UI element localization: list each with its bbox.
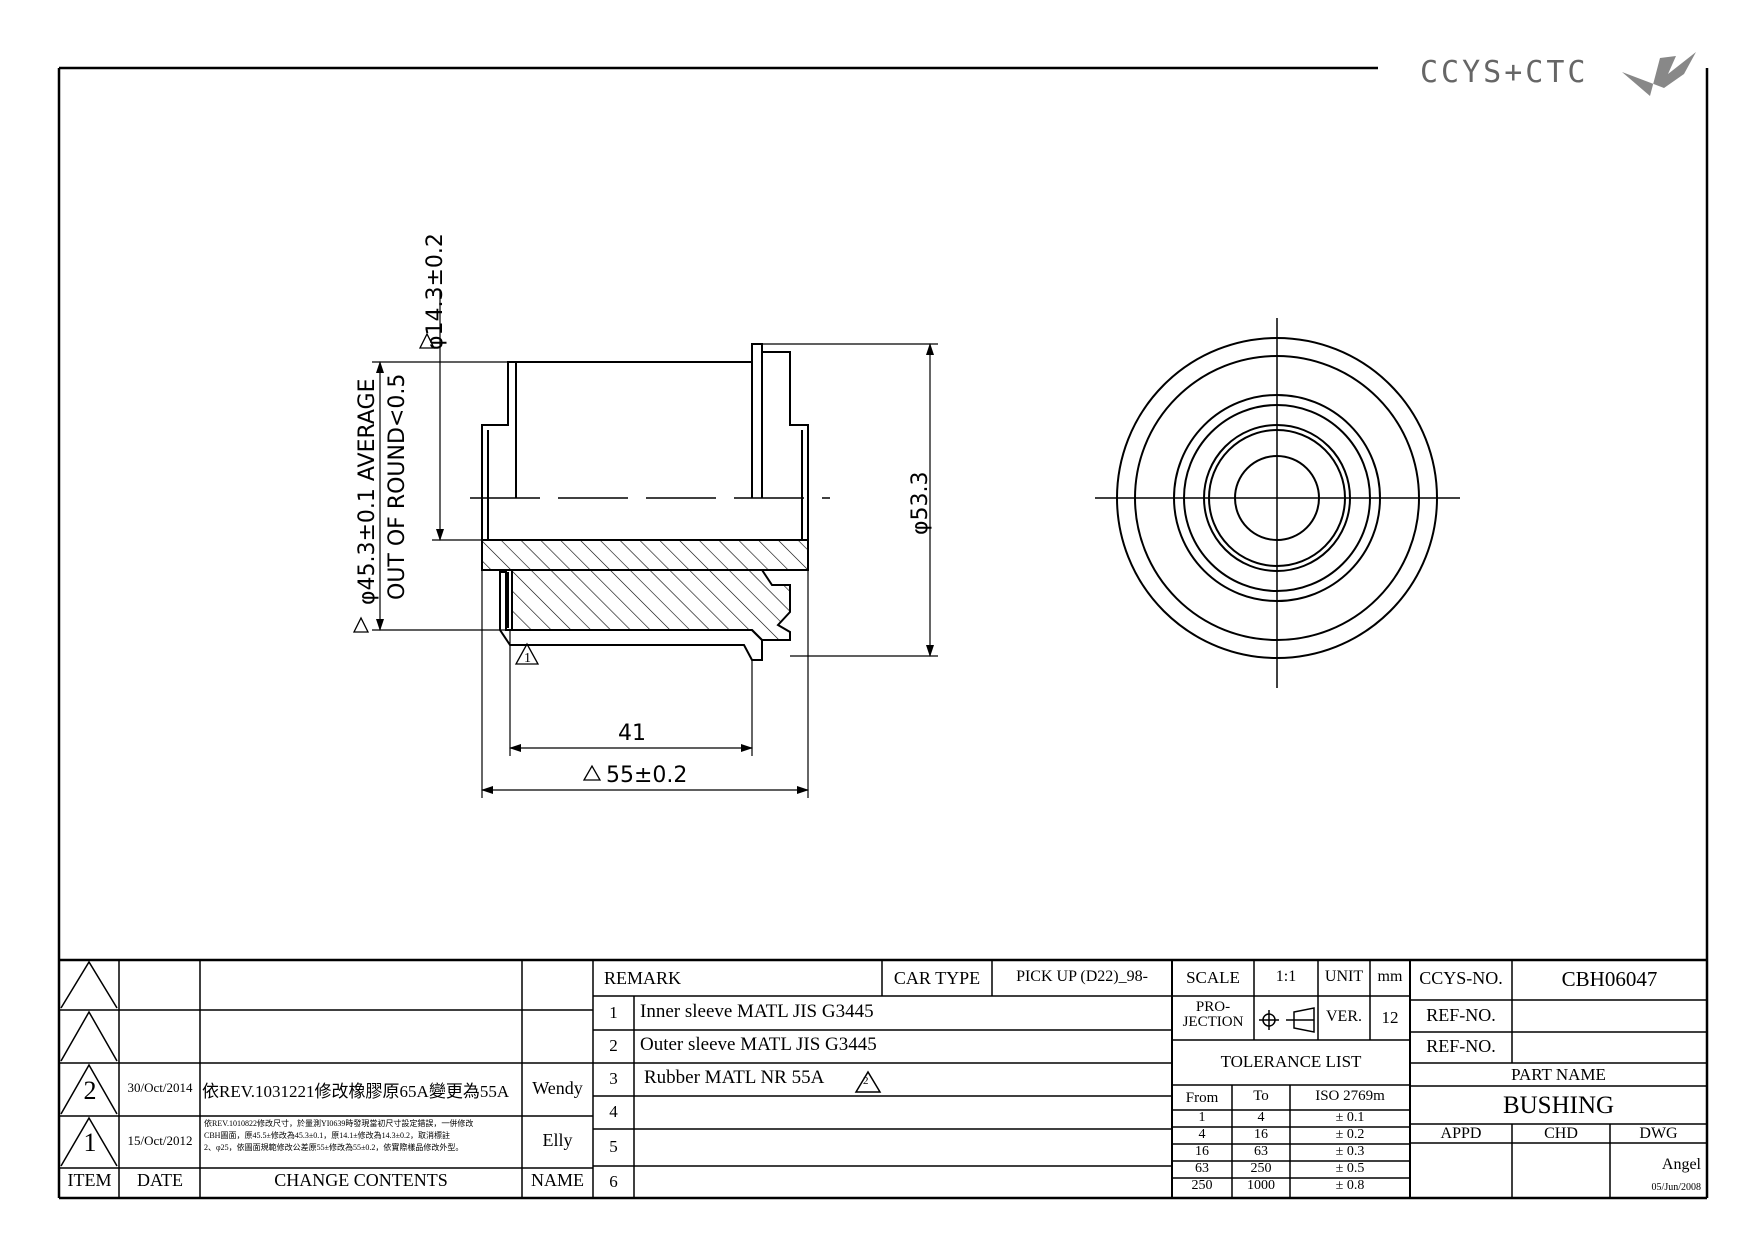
rev-name-1: Elly xyxy=(542,1130,573,1150)
tol-from: 1 xyxy=(1198,1110,1206,1125)
remark-no: 3 xyxy=(609,1069,618,1088)
car-type-value: PICK UP (D22)_98- xyxy=(1016,968,1148,985)
unit-value: mm xyxy=(1377,968,1403,985)
ref-no-label-2: REF-NO. xyxy=(1426,1036,1496,1056)
remark-text: Rubber MATL NR 55A xyxy=(644,1067,825,1088)
tol-to: 250 xyxy=(1250,1161,1272,1176)
remark-no: 1 xyxy=(609,1003,618,1022)
dim-inner-diameter: φ14.3±0.2 xyxy=(423,233,448,350)
tol-header-from: From xyxy=(1185,1090,1219,1106)
tol-to: 16 xyxy=(1254,1127,1268,1142)
part-name-value: BUSHING xyxy=(1502,1092,1615,1119)
tol-value: ± 0.2 xyxy=(1335,1127,1365,1142)
remark-text: Inner sleeve MATL JIS G3445 xyxy=(640,1001,874,1022)
scale-value: 1:1 xyxy=(1275,968,1297,985)
rev-header-contents: CHANGE CONTENTS xyxy=(274,1170,448,1190)
remark-no: 2 xyxy=(609,1036,618,1055)
side-view-section xyxy=(470,343,830,661)
end-view xyxy=(1095,318,1460,688)
projection-label: PRO- JECTION xyxy=(1172,1000,1254,1030)
remark-header: REMARK xyxy=(604,968,682,988)
appd-label: APPD xyxy=(1440,1125,1482,1142)
tol-header-iso: ISO 2769m xyxy=(1315,1088,1385,1104)
remark-no: 6 xyxy=(609,1172,618,1191)
tol-to: 63 xyxy=(1254,1144,1268,1159)
rev-date-2: 30/Oct/2014 xyxy=(127,1080,193,1095)
company-logo: CCYS+CTC xyxy=(1420,52,1696,96)
ver-value: 12 xyxy=(1381,1008,1399,1027)
revision-triangles xyxy=(352,332,602,781)
rev-header-item: ITEM xyxy=(67,1170,112,1190)
ccys-no-label: CCYS-NO. xyxy=(1419,968,1503,988)
ver-label: VER. xyxy=(1326,1008,1362,1025)
tol-to: 1000 xyxy=(1247,1178,1275,1193)
scale-label: SCALE xyxy=(1186,968,1240,987)
projection-label-line: PRO- xyxy=(1195,999,1231,1015)
tolerance-title: TOLERANCE LIST xyxy=(1220,1052,1362,1071)
remark-text: Outer sleeve MATL JIS G3445 xyxy=(640,1034,877,1055)
remark-rev-mark: 2 xyxy=(863,1075,869,1087)
remark-no: 5 xyxy=(609,1137,618,1156)
tol-from: 4 xyxy=(1198,1127,1206,1142)
dim-inner-length: 41 xyxy=(618,721,646,746)
rev-header-date: DATE xyxy=(137,1170,183,1190)
rev-item-1: 1 xyxy=(83,1128,97,1157)
rev-item-2: 2 xyxy=(83,1076,97,1105)
dim-flange-diameter: φ53.3 xyxy=(908,472,933,536)
rev-contents-1-line: CBH圖面，原45.5±修改為45.3±0.1，原14.1±修改為14.3±0.… xyxy=(204,1131,451,1140)
part-name-label: PART NAME xyxy=(1511,1065,1606,1084)
ccys-no-value: CBH06047 xyxy=(1561,967,1658,991)
title-block-grid xyxy=(59,958,1707,1198)
unit-label: UNIT xyxy=(1324,968,1364,985)
tol-value: ± 0.3 xyxy=(1335,1144,1365,1159)
tol-value: ± 0.5 xyxy=(1335,1161,1365,1176)
tol-from: 250 xyxy=(1191,1178,1213,1193)
tol-value: ± 0.8 xyxy=(1335,1178,1365,1193)
dim-out-of-round: OUT OF ROUND<0.5 xyxy=(385,374,410,600)
tol-from: 16 xyxy=(1195,1144,1209,1159)
dwg-date: 05/Jun/2008 xyxy=(1651,1182,1701,1193)
sheet-border xyxy=(57,66,1709,1200)
logo-text: CCYS+CTC xyxy=(1420,55,1589,90)
dimensions xyxy=(372,290,938,798)
dim-total-length: 55±0.2 xyxy=(606,763,687,788)
tol-to: 4 xyxy=(1257,1110,1265,1125)
rev-contents-1-line: 依REV.1010822修改尺寸，於量測YI0639時發現當初尺寸設定錯誤，一併… xyxy=(204,1119,474,1128)
tol-value: ± 0.1 xyxy=(1335,1110,1365,1125)
chd-label: CHD xyxy=(1544,1125,1578,1142)
rev-date-1: 15/Oct/2012 xyxy=(127,1133,193,1148)
rev-mark-1: 1 xyxy=(524,651,531,666)
rev-contents-2: 依REV.1031221修改橡膠原65A變更為55A xyxy=(202,1082,510,1101)
dwg-by: Angel xyxy=(1661,1156,1701,1173)
projection-label-line: JECTION xyxy=(1182,1014,1244,1030)
rev-name-2: Wendy xyxy=(532,1078,583,1098)
rev-contents-1-line: 2、φ25，依圖面規範修改公差原55±修改為55±0.2，依實際樣品修改外型。 xyxy=(204,1143,464,1152)
dwg-label: DWG xyxy=(1639,1125,1678,1142)
rev-contents-1: 依REV.1010822修改尺寸，於量測YI0639時發現當初尺寸設定錯誤，一併… xyxy=(204,1118,520,1154)
tol-from: 63 xyxy=(1195,1161,1209,1176)
car-type-label: CAR TYPE xyxy=(893,968,981,988)
ref-no-label-1: REF-NO. xyxy=(1426,1005,1496,1025)
dim-outer-diameter: φ45.3±0.1 AVERAGE xyxy=(355,378,380,605)
rev-header-name: NAME xyxy=(531,1170,584,1190)
tol-header-to: To xyxy=(1253,1088,1269,1104)
remark-no: 4 xyxy=(609,1102,618,1121)
